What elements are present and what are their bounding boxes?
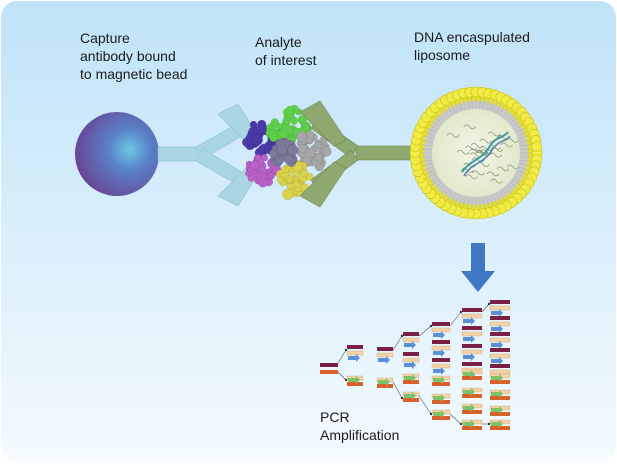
analyte-protein	[241, 104, 332, 200]
dna-liposome	[409, 86, 543, 220]
capture-antibody-label: Capture antibody bound to magnetic bead	[80, 30, 188, 82]
liposome-label: DNA encaspulated liposome	[414, 29, 530, 63]
down-arrow-icon	[461, 243, 495, 292]
analyte-label: Analyte of interest	[255, 34, 317, 68]
pcr-amplification-label: PCR Amplification	[320, 409, 400, 443]
detection-antibody	[299, 100, 415, 208]
magnetic-bead	[75, 112, 159, 196]
pcr-amplification-tree	[320, 300, 511, 430]
